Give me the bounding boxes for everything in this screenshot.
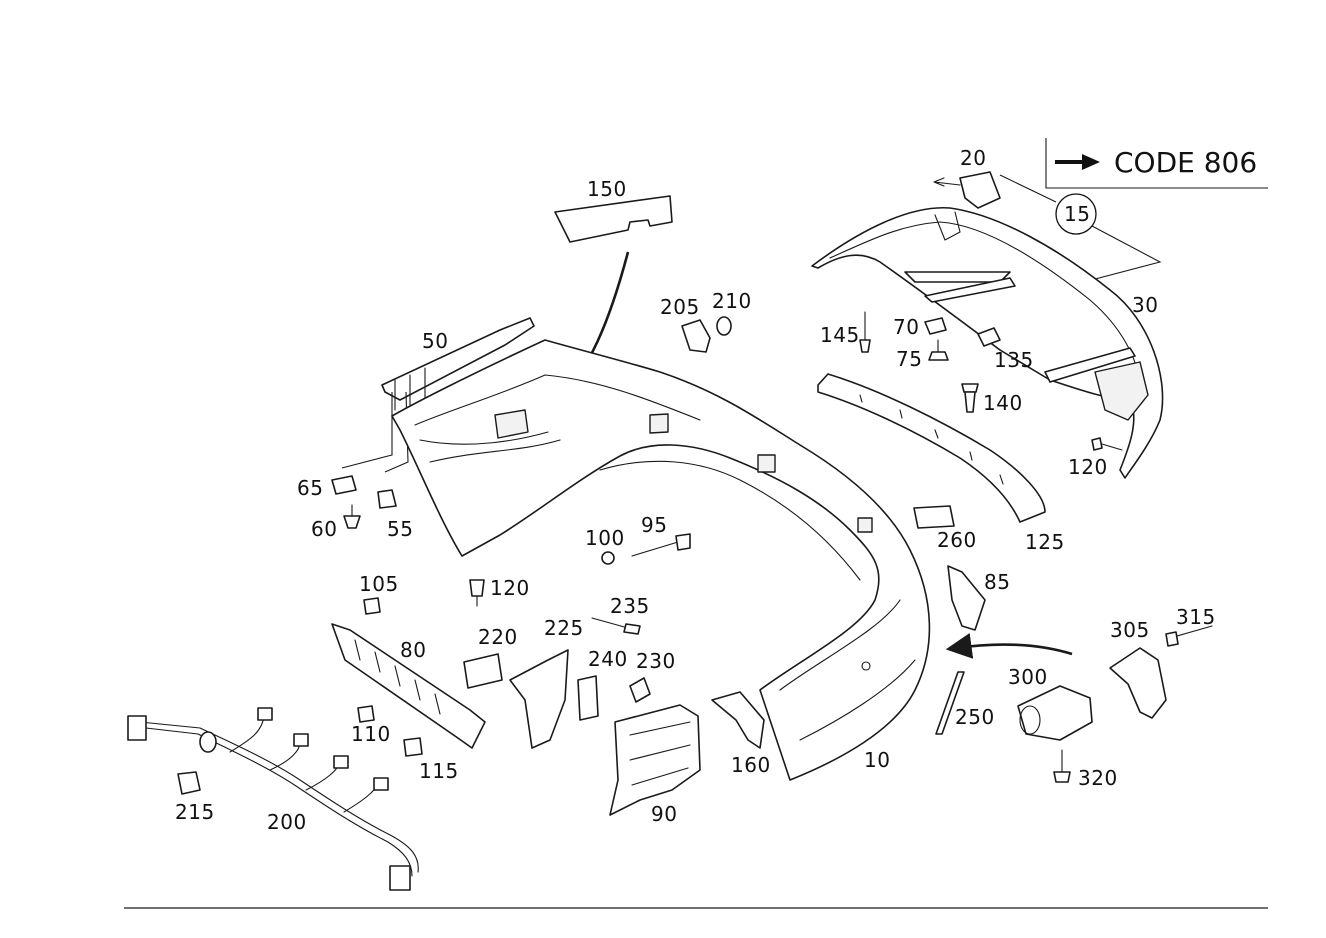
part-315-bolt bbox=[1165, 625, 1213, 647]
part-320-screw bbox=[1053, 749, 1071, 783]
part-260-module bbox=[913, 505, 955, 529]
callout-160: 160 bbox=[731, 753, 771, 777]
callout-70: 70 bbox=[893, 315, 919, 339]
part-95-bolt bbox=[631, 533, 691, 557]
callout-140: 140 bbox=[983, 391, 1023, 415]
callout-120-left: 120 bbox=[490, 576, 530, 600]
callout-260: 260 bbox=[937, 528, 977, 552]
callout-65: 65 bbox=[297, 476, 323, 500]
part-30-diffuser-cover bbox=[811, 206, 1164, 479]
callout-50: 50 bbox=[422, 329, 448, 353]
callout-85: 85 bbox=[984, 570, 1010, 594]
callout-200: 200 bbox=[267, 810, 307, 834]
callout-215: 215 bbox=[175, 800, 215, 824]
callout-315: 315 bbox=[1176, 605, 1216, 629]
part-85-bracket bbox=[947, 565, 986, 631]
part-120-pin-right bbox=[1091, 437, 1123, 451]
part-305-bracket bbox=[1109, 647, 1167, 719]
part-115-nut bbox=[403, 737, 423, 757]
callout-95: 95 bbox=[641, 513, 667, 537]
callout-75: 75 bbox=[896, 347, 922, 371]
callout-60: 60 bbox=[311, 517, 337, 541]
callout-30: 30 bbox=[1132, 293, 1158, 317]
part-65-clip bbox=[331, 475, 357, 495]
part-10-bumper-cover bbox=[391, 339, 931, 781]
part-125-bracket-rail bbox=[817, 373, 1046, 523]
callout-205: 205 bbox=[660, 295, 700, 319]
part-75-rivet bbox=[928, 339, 949, 361]
callout-235: 235 bbox=[610, 594, 650, 618]
code-legend: CODE 806 bbox=[1045, 138, 1268, 189]
part-205-sensor bbox=[681, 319, 711, 353]
part-50-mounting-rail bbox=[341, 317, 535, 473]
part-80-impact-absorber bbox=[331, 623, 486, 749]
group-callout-15: 15 bbox=[999, 174, 1162, 284]
part-135-clip bbox=[977, 327, 1001, 347]
legend-arrow-icon bbox=[1055, 154, 1100, 170]
callout-55: 55 bbox=[387, 517, 413, 541]
part-235-bolt bbox=[591, 617, 641, 635]
part-250-bar bbox=[935, 671, 965, 735]
callout-10: 10 bbox=[864, 748, 890, 772]
part-110-nut bbox=[357, 705, 375, 723]
callout-305: 305 bbox=[1110, 618, 1150, 642]
callout-135: 135 bbox=[994, 348, 1034, 372]
part-90-bracket bbox=[609, 704, 701, 816]
callout-225: 225 bbox=[544, 616, 584, 640]
part-240-clip bbox=[577, 675, 599, 721]
part-140-push-pin bbox=[961, 383, 979, 413]
part-220-module bbox=[463, 653, 503, 689]
callout-125: 125 bbox=[1025, 530, 1065, 554]
callout-250: 250 bbox=[955, 705, 995, 729]
callout-20: 20 bbox=[960, 146, 986, 170]
callout-150: 150 bbox=[587, 177, 627, 201]
part-105-nut bbox=[363, 597, 381, 615]
legend-code-label: CODE 806 bbox=[1114, 146, 1257, 179]
callout-105: 105 bbox=[359, 572, 399, 596]
callout-15: 15 bbox=[1064, 202, 1090, 226]
part-70-clip bbox=[924, 317, 947, 335]
part-60-rivet bbox=[343, 504, 361, 529]
part-120-pin-left bbox=[469, 579, 485, 607]
callout-145: 145 bbox=[820, 323, 860, 347]
part-145-screw bbox=[859, 311, 871, 353]
callout-110: 110 bbox=[351, 722, 391, 746]
part-160-trim bbox=[711, 691, 765, 749]
part-200-wiring-harness bbox=[127, 707, 419, 891]
part-55-nut bbox=[377, 489, 397, 509]
part-300-tailpipe-housing bbox=[1017, 685, 1093, 741]
callout-80: 80 bbox=[400, 638, 426, 662]
callout-100: 100 bbox=[585, 526, 625, 550]
callout-115: 115 bbox=[419, 759, 459, 783]
callout-230: 230 bbox=[636, 649, 676, 673]
part-225-bracket bbox=[509, 649, 569, 749]
callout-220: 220 bbox=[478, 625, 518, 649]
assembly-arrow-right bbox=[945, 633, 1073, 659]
part-20-cover-cap bbox=[933, 171, 1001, 209]
callout-240: 240 bbox=[588, 647, 628, 671]
callout-120-right: 120 bbox=[1068, 455, 1108, 479]
part-100-washer bbox=[601, 551, 615, 565]
callout-labels: 20 30 150 50 205 210 145 70 75 135 140 1… bbox=[175, 146, 1216, 834]
part-230-pad bbox=[629, 677, 651, 703]
part-210-ring bbox=[716, 316, 732, 336]
callout-210: 210 bbox=[712, 289, 752, 313]
part-215-sensor bbox=[177, 771, 201, 795]
callout-90: 90 bbox=[651, 802, 677, 826]
callout-320: 320 bbox=[1078, 766, 1118, 790]
callout-300: 300 bbox=[1008, 665, 1048, 689]
